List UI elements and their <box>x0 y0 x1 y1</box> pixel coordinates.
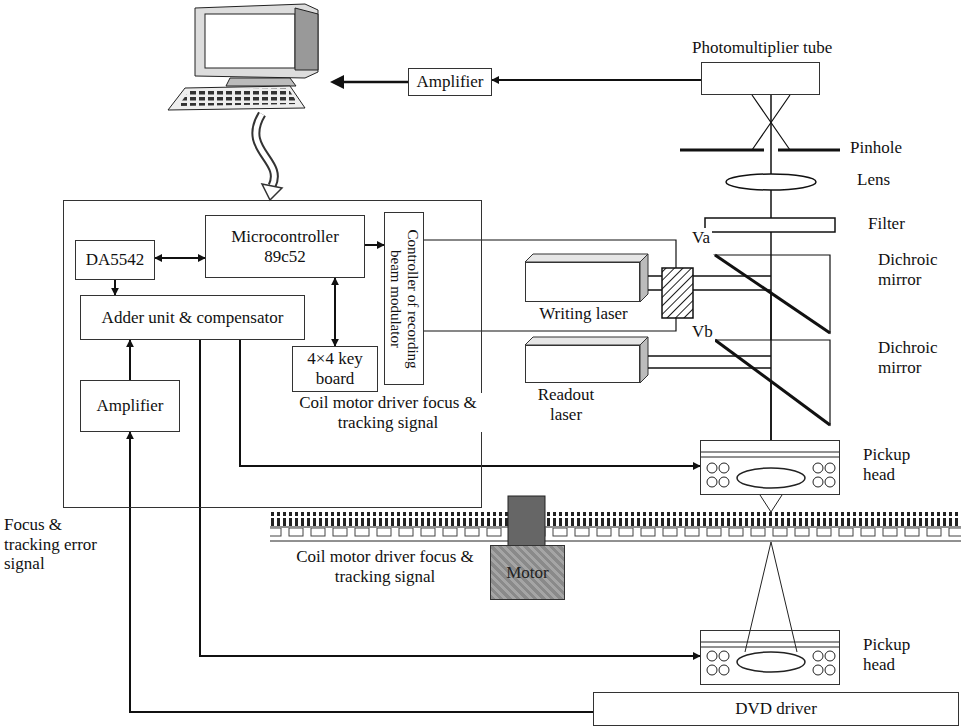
node-label: DVD driver <box>735 699 817 719</box>
text-block: Photomultiplier tube <box>692 38 832 58</box>
node-label: Pickup head <box>863 635 933 674</box>
part-label: Va <box>690 228 712 248</box>
node-label: 4×4 key board <box>299 349 371 388</box>
text-block: Motor <box>506 563 549 583</box>
photomultiplier-box: Photomultiplier tube <box>701 62 820 95</box>
node-label: Amplifier <box>96 396 163 416</box>
laser-box: Writing laser <box>525 262 640 302</box>
optical-disc <box>270 512 961 541</box>
text-block: Pickup head <box>863 445 933 484</box>
node-label: Controller of recording beam modulator <box>388 216 421 381</box>
amplifier-box: Amplifier <box>80 380 180 432</box>
text-block: 4×4 key board <box>299 349 371 388</box>
microcontroller-box: Microcontroller 89c52 <box>205 215 365 278</box>
signal-connector <box>155 257 205 259</box>
node-label: Amplifier <box>416 72 483 92</box>
text-block: DVD driver <box>735 699 817 719</box>
signal-connector <box>130 432 593 712</box>
optical-path <box>680 95 840 440</box>
computer-icon <box>168 4 318 110</box>
motor-spindle <box>508 496 545 546</box>
bus-arrow <box>256 114 282 200</box>
part-label: Pinhole <box>848 138 904 158</box>
controller-box: Controller of recording beam modulator <box>384 212 424 385</box>
signal-connector <box>334 278 336 346</box>
signal-connector <box>240 340 700 466</box>
text-block: Amplifier <box>416 72 483 92</box>
text-block: Writing laser <box>526 304 641 324</box>
pickup-head: Pickup head <box>700 630 840 685</box>
keyboard-box: 4×4 key board <box>292 346 378 392</box>
chip-box: DA5542 <box>75 240 155 280</box>
text-block: Readout laser <box>526 385 606 424</box>
controller-housing: DA5542 Microcontroller 89c52 Controller of… <box>63 200 482 508</box>
text-block: Adder unit & compensator <box>102 308 284 328</box>
node-label: Photomultiplier tube <box>692 38 832 58</box>
signal-connector <box>492 79 701 81</box>
driver-box: DVD driver <box>593 692 959 726</box>
signal-connector <box>129 340 131 380</box>
beam-modulator <box>662 268 693 318</box>
signal-arrow <box>330 75 408 89</box>
node-label: Writing laser <box>526 304 641 324</box>
node-label: Pickup head <box>863 445 933 484</box>
laser-box: Readout laser <box>525 345 640 383</box>
text-block: Microcontroller 89c52 <box>223 227 348 266</box>
signal-connector <box>365 244 384 246</box>
pickup-head: Pickup head <box>700 440 840 495</box>
text-block: Pickup head <box>863 635 933 674</box>
amplifier-box: Amplifier <box>408 68 492 96</box>
part-label: Filter <box>866 214 907 234</box>
laser-body <box>525 254 648 383</box>
text-block: DA5542 <box>86 250 145 270</box>
node-label: Readout laser <box>526 385 606 424</box>
text-block: Amplifier <box>96 396 163 416</box>
node-label: Adder unit & compensator <box>102 308 284 328</box>
signal-connector <box>114 280 116 295</box>
part-label: Dichroic mirror <box>876 250 960 289</box>
signal-label: Coil motor driver focus & tracking signa… <box>293 393 483 432</box>
part-label: Lens <box>855 170 892 190</box>
adder-box: Adder unit & compensator <box>80 295 305 340</box>
modulator-wire <box>424 240 676 331</box>
signal-label: Focus & tracking error signal <box>2 515 120 574</box>
signal-connector <box>200 340 700 656</box>
node-label: DA5542 <box>86 250 145 270</box>
node-label: Motor <box>506 563 549 583</box>
motor-box: Motor <box>490 545 565 600</box>
part-label: Dichroic mirror <box>876 338 960 377</box>
pickup-head-parts <box>700 452 840 675</box>
signal-label: Coil motor driver focus & tracking signa… <box>288 547 482 586</box>
part-label: Vb <box>690 322 715 342</box>
node-label: Microcontroller 89c52 <box>223 227 348 266</box>
text-block: Controller of recording beam modulator <box>388 216 421 381</box>
